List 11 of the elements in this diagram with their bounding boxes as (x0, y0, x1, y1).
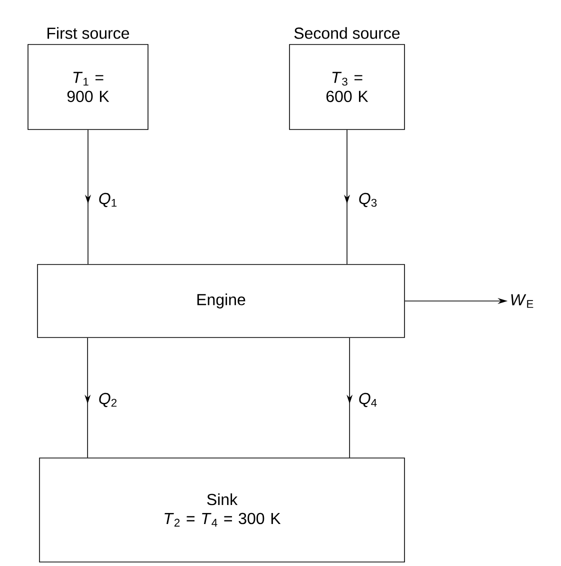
edge-label: Q$_{4}$ (357, 392, 379, 408)
engine-box: Engine (37, 264, 405, 338)
source-box: T$_{1}$ = 900 K (28, 44, 148, 130)
sink-box: Sink T$_{2}$ = T$_{4}$ = 300 K (39, 458, 405, 562)
edge-label: Q$_{2}$ (97, 392, 119, 408)
source-heading: Second source (294, 27, 400, 39)
work-label: W$_{E}$ (511, 294, 534, 308)
source-box: T$_{3}$ = 600 K (289, 44, 405, 130)
source-heading: First source (48, 27, 130, 39)
edge-label: Q$_{3}$ (357, 192, 379, 208)
edge-label: Q$_{1}$ (97, 192, 119, 208)
